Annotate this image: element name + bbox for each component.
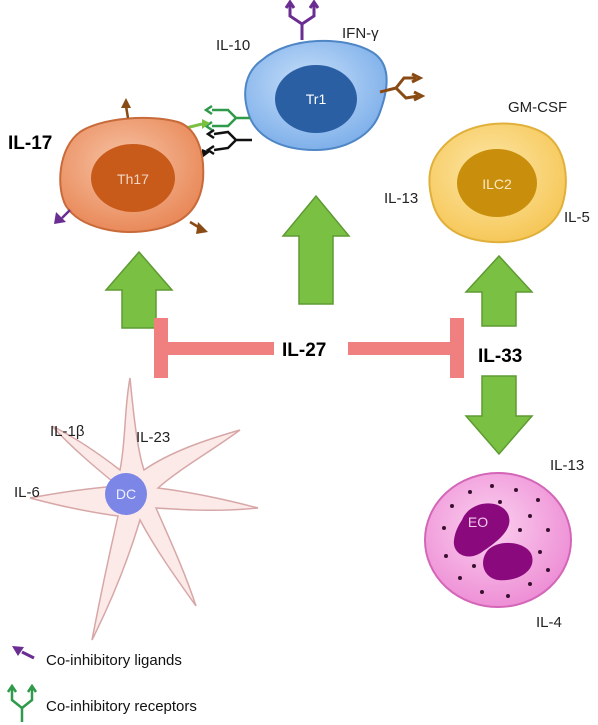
- tr1-green-receptor-icon: [203, 104, 250, 132]
- eo-cell: EO: [424, 472, 572, 608]
- legend-ligand-icon: [12, 646, 35, 660]
- il23-label: IL-23: [136, 429, 170, 446]
- th17-label: Th17: [117, 171, 149, 187]
- il5-label: IL-5: [564, 209, 590, 226]
- ilc2-il13-label: IL-13: [384, 190, 418, 207]
- tr1-nucleus: [275, 65, 357, 133]
- il27-inhibit-left-icon: [154, 318, 274, 378]
- eo-label: EO: [468, 514, 488, 530]
- il27-label: IL-27: [282, 340, 326, 361]
- th17-cell: Th17: [59, 116, 205, 233]
- th17-ligand-top-icon: [121, 98, 131, 119]
- legend-receptors-label: Co-inhibitory receptors: [46, 698, 197, 715]
- tr1-label: Tr1: [306, 91, 327, 107]
- legend-ligands-label: Co-inhibitory ligands: [46, 652, 182, 669]
- il27-inhibit-right-icon: [348, 318, 464, 378]
- legend-receptor-icon: [6, 683, 38, 722]
- dc-label: DC: [116, 486, 136, 502]
- ifn-gamma-label: IFN-γ: [342, 25, 379, 42]
- ilc2-nucleus: [457, 149, 537, 217]
- th17-nucleus: [91, 144, 175, 212]
- ilc2-label: ILC2: [482, 176, 512, 192]
- il1b-label: IL-1β: [50, 423, 85, 440]
- arrow-to-tr1-icon: [281, 194, 351, 305]
- arrow-to-th17-icon: [104, 250, 174, 329]
- tr1-black-receptor-icon: [205, 128, 252, 156]
- il10-label: IL-10: [216, 37, 250, 54]
- th17-ligand-left-icon: [54, 209, 71, 224]
- dc-nucleus: [105, 473, 147, 515]
- co-inhibitory-receptor-right-icon: [379, 72, 426, 102]
- ilc2-cell: ILC2: [428, 122, 567, 244]
- il4-label: IL-4: [536, 614, 562, 631]
- tr1-cell: Tr1: [244, 39, 388, 152]
- il17-label: IL-17: [8, 133, 52, 154]
- eo-nucleus-lobe-1: [453, 503, 510, 557]
- arrow-to-ilc2-icon: [464, 254, 534, 327]
- th17-ligand-right-icon: [189, 220, 208, 234]
- legend: Co-inhibitory ligands Co-inhibitory rece…: [6, 646, 197, 722]
- eo-granules: [442, 484, 550, 598]
- dc-cell: DC: [29, 377, 259, 641]
- il6-label: IL-6: [14, 484, 40, 501]
- co-inhibitory-receptor-top-icon: [284, 0, 320, 40]
- gm-csf-label: GM-CSF: [508, 99, 567, 116]
- eo-nucleus-lobe-2: [483, 542, 533, 581]
- arrow-to-eo-icon: [464, 375, 534, 456]
- eo-il13-label: IL-13: [550, 457, 584, 474]
- il33-label: IL-33: [478, 346, 522, 367]
